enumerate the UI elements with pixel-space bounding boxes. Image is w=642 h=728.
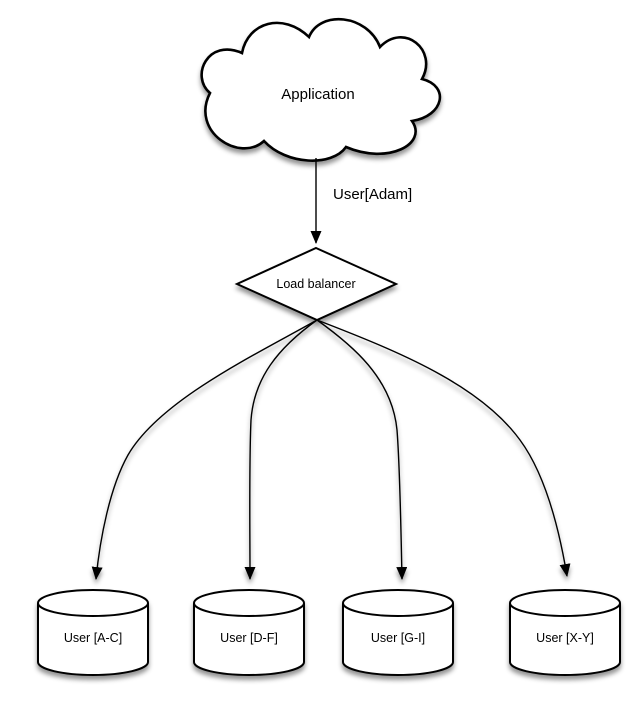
cylinder-top bbox=[193, 589, 305, 617]
shard-g-i-label: User [G-I] bbox=[371, 631, 425, 645]
cylinder-top bbox=[37, 589, 149, 617]
database-cylinder-icon bbox=[37, 603, 149, 676]
node-shard-x-y: User [X-Y] bbox=[509, 589, 621, 676]
node-load-balancer: Load balancer bbox=[234, 246, 399, 322]
edge-label-user-adam: User[Adam] bbox=[333, 186, 412, 203]
database-cylinder-icon bbox=[193, 603, 305, 676]
node-application-cloud: Application bbox=[200, 17, 442, 162]
edges-load-balancer-to-shards bbox=[91, 319, 571, 580]
edge-to-shard-a-c bbox=[91, 319, 318, 580]
application-label: Application bbox=[281, 86, 354, 103]
edge-to-shard-d-f bbox=[244, 319, 318, 580]
node-shard-g-i: User [G-I] bbox=[342, 589, 454, 676]
shard-x-y-label: User [X-Y] bbox=[536, 631, 594, 645]
node-shard-d-f: User [D-F] bbox=[193, 589, 305, 676]
edge-application-to-load-balancer: User[Adam] bbox=[310, 158, 412, 244]
load-balancer-label: Load balancer bbox=[276, 277, 355, 291]
edge-to-shard-g-i bbox=[316, 319, 408, 580]
node-shard-a-c: User [A-C] bbox=[37, 589, 149, 676]
edge-to-shard-x-y bbox=[316, 319, 571, 577]
cylinder-top bbox=[509, 589, 621, 617]
database-cylinder-icon bbox=[509, 603, 621, 676]
shard-d-f-label: User [D-F] bbox=[220, 631, 278, 645]
shard-a-c-label: User [A-C] bbox=[64, 631, 122, 645]
cylinder-top bbox=[342, 589, 454, 617]
cloud-icon bbox=[200, 17, 442, 162]
database-cylinder-icon bbox=[342, 603, 454, 676]
